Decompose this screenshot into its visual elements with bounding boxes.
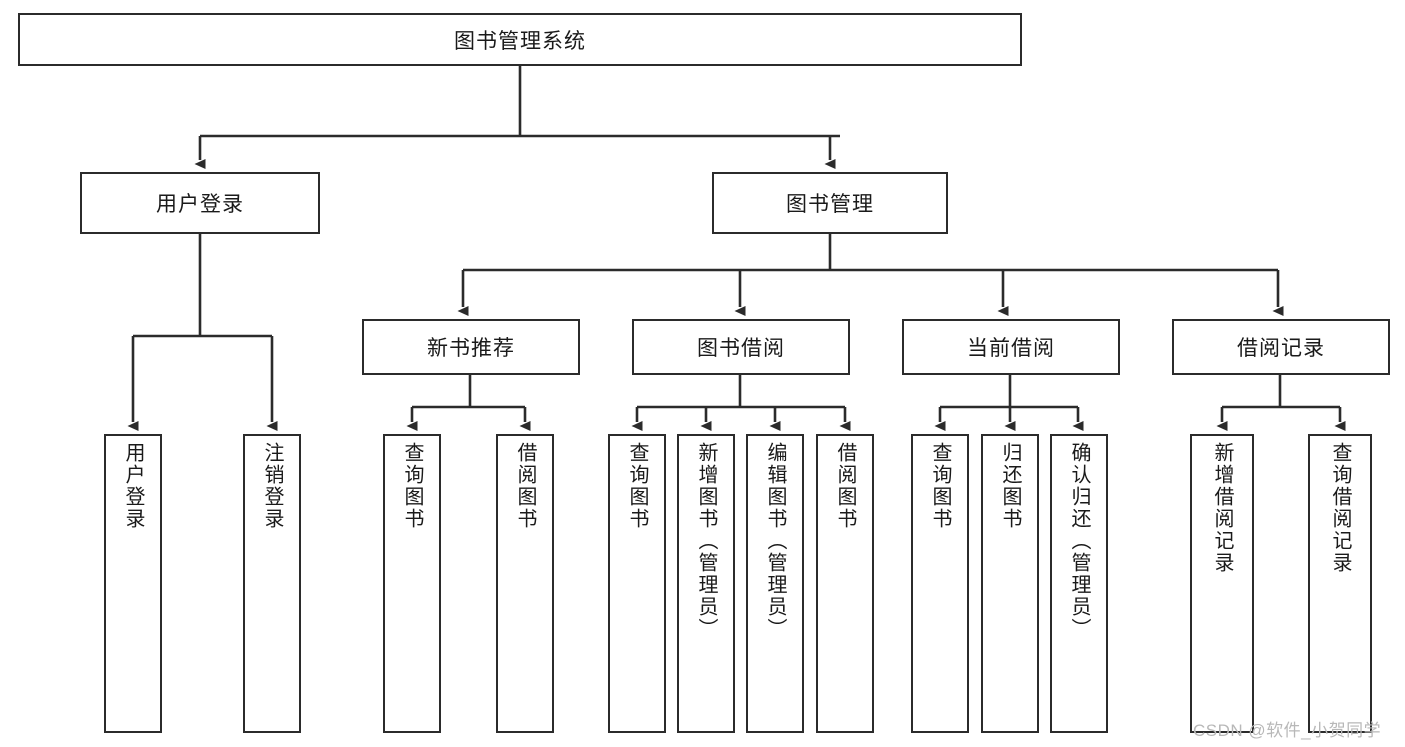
- leaf-edit-book[interactable]: 编辑图书（管理员）: [746, 434, 804, 733]
- leaf-query-book-2[interactable]: 查询图书: [608, 434, 666, 733]
- node-root[interactable]: 图书管理系统: [18, 13, 1022, 66]
- node-book-manage-label: 图书管理: [786, 193, 874, 216]
- leaf-query-record-label: 查询借阅记录: [1329, 442, 1351, 574]
- node-new-book-rec[interactable]: 新书推荐: [362, 319, 580, 375]
- watermark: CSDN @软件_小贺同学: [1193, 721, 1382, 740]
- leaf-logout-login[interactable]: 注销登录: [243, 434, 301, 733]
- node-current-borrow[interactable]: 当前借阅: [902, 319, 1120, 375]
- leaf-borrow-book-2-label: 借阅图书: [834, 442, 856, 530]
- node-borrow-record[interactable]: 借阅记录: [1172, 319, 1390, 375]
- leaf-borrow-book-1-label: 借阅图书: [514, 442, 536, 530]
- leaf-query-book-3-label: 查询图书: [929, 442, 951, 530]
- leaf-query-book-1[interactable]: 查询图书: [383, 434, 441, 733]
- leaf-add-record[interactable]: 新增借阅记录: [1190, 434, 1254, 733]
- leaf-borrow-book-2[interactable]: 借阅图书: [816, 434, 874, 733]
- leaf-user-login[interactable]: 用户登录: [104, 434, 162, 733]
- leaf-query-record[interactable]: 查询借阅记录: [1308, 434, 1372, 733]
- leaf-query-book-3[interactable]: 查询图书: [911, 434, 969, 733]
- node-book-borrow[interactable]: 图书借阅: [632, 319, 850, 375]
- leaf-borrow-book-1[interactable]: 借阅图书: [496, 434, 554, 733]
- leaf-confirm-return-label: 确认归还（管理员）: [1068, 442, 1090, 640]
- leaf-return-book-label: 归还图书: [999, 442, 1021, 530]
- leaf-query-book-1-label: 查询图书: [401, 442, 423, 530]
- leaf-add-book[interactable]: 新增图书（管理员）: [677, 434, 735, 733]
- node-root-label: 图书管理系统: [454, 29, 586, 53]
- leaf-return-book[interactable]: 归还图书: [981, 434, 1039, 733]
- leaf-confirm-return[interactable]: 确认归还（管理员）: [1050, 434, 1108, 733]
- node-user-login[interactable]: 用户登录: [80, 172, 320, 234]
- node-book-borrow-label: 图书借阅: [697, 337, 785, 360]
- leaf-query-book-2-label: 查询图书: [626, 442, 648, 530]
- leaf-user-login-label: 用户登录: [122, 442, 144, 530]
- node-user-login-label: 用户登录: [156, 193, 244, 216]
- leaf-edit-book-label: 编辑图书（管理员）: [764, 442, 786, 640]
- leaf-add-record-label: 新增借阅记录: [1211, 442, 1233, 574]
- leaf-add-book-label: 新增图书（管理员）: [695, 442, 717, 640]
- leaf-logout-login-label: 注销登录: [261, 442, 283, 530]
- node-borrow-record-label: 借阅记录: [1237, 337, 1325, 360]
- node-book-manage[interactable]: 图书管理: [712, 172, 948, 234]
- node-current-borrow-label: 当前借阅: [967, 337, 1055, 360]
- node-new-book-rec-label: 新书推荐: [427, 337, 515, 360]
